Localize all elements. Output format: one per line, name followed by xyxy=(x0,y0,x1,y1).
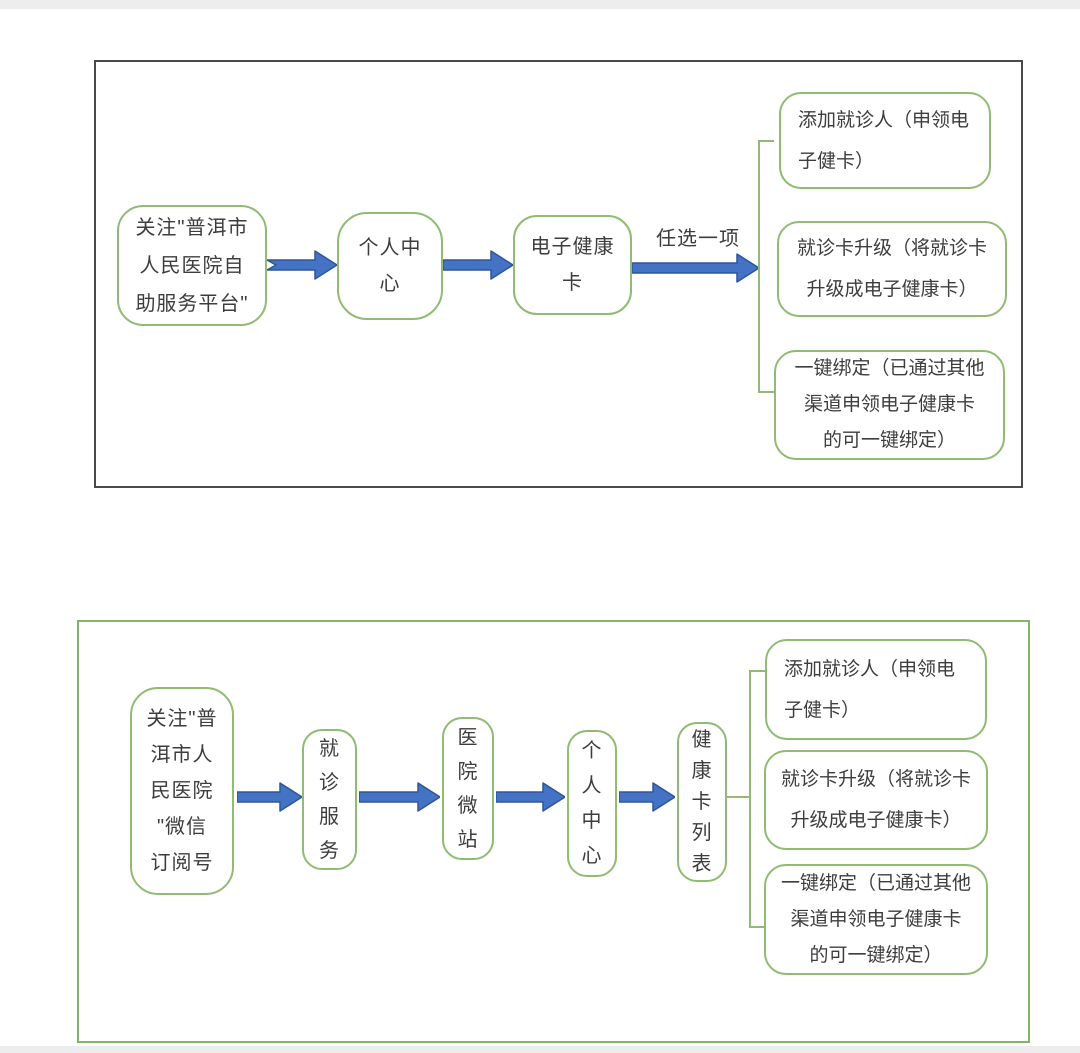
flow-node-label: 关注"普 洱市人 民医院 "微信 订阅号 xyxy=(146,708,218,874)
flow-node-label: 就 诊 服 务 xyxy=(319,737,340,862)
flow-node-label: 医 院 微 站 xyxy=(457,726,479,851)
flow-arrow-icon xyxy=(359,782,440,812)
flow-node-ehealth-card: 电子健康 卡 xyxy=(513,215,632,315)
options-bracket-tick xyxy=(749,670,765,672)
bottom-panel: 关注"普 洱市人 民医院 "微信 订阅号 就 诊 服 务 医 院 微 站 个 人… xyxy=(77,620,1030,1043)
flow-arrow-icon xyxy=(632,253,759,283)
flow-node-health-card-list: 健 康 卡 列 表 xyxy=(677,722,727,882)
flow-node-personal-center: 个 人 中 心 xyxy=(567,730,617,877)
bottom-edge-strip xyxy=(0,1046,1080,1053)
options-bracket xyxy=(749,670,751,928)
option-label: 添加就诊人（申领电 子健卡） xyxy=(798,109,970,172)
flow-node-follow-platform: 关注"普洱市 人民医院自 助服务平台" xyxy=(117,205,267,326)
option-upgrade-card: 就诊卡升级（将就诊卡 升级成电子健康卡） xyxy=(764,750,988,850)
flow-node-hospital-microsite: 医 院 微 站 xyxy=(442,717,494,860)
flow-node-personal-center: 个人中 心 xyxy=(337,212,443,320)
flow-arrow-icon xyxy=(619,782,675,812)
options-bracket-tick xyxy=(758,140,774,142)
option-label: 就诊卡升级（将就诊卡 升级成电子健康卡） xyxy=(780,769,971,831)
option-label: 一键绑定（已通过其他 渠道申领电子健康卡 的可一键绑定） xyxy=(794,358,985,451)
option-upgrade-card: 就诊卡升级（将就诊卡 升级成电子健康卡） xyxy=(777,221,1007,317)
options-bracket xyxy=(758,140,760,393)
bracket-connector-line xyxy=(727,796,751,798)
flow-node-label: 关注"普洱市 人民医院自 助服务平台" xyxy=(135,216,249,315)
top-edge-strip xyxy=(0,0,1080,9)
option-add-patient: 添加就诊人（申领电 子健卡） xyxy=(779,92,991,189)
flow-node-label: 电子健康 卡 xyxy=(530,236,615,294)
flow-node-label: 个人中 心 xyxy=(358,237,422,295)
flow-arrow-icon xyxy=(267,250,337,280)
option-one-key-bind: 一键绑定（已通过其他 渠道申领电子健康卡 的可一键绑定） xyxy=(774,350,1005,460)
option-label: 一键绑定（已通过其他 渠道申领电子健康卡 的可一键绑定） xyxy=(780,872,971,966)
option-label: 就诊卡升级（将就诊卡 升级成电子健康卡） xyxy=(796,238,987,300)
flow-node-label: 个 人 中 心 xyxy=(581,739,603,867)
options-bracket-tick xyxy=(749,926,765,928)
option-one-key-bind: 一键绑定（已通过其他 渠道申领电子健康卡 的可一键绑定） xyxy=(764,864,988,975)
flow-node-label: 健 康 卡 列 表 xyxy=(691,728,713,875)
option-label: 添加就诊人（申领电 子健卡） xyxy=(784,658,956,721)
option-add-patient: 添加就诊人（申领电 子健卡） xyxy=(765,639,987,740)
flow-node-follow-wechat: 关注"普 洱市人 民医院 "微信 订阅号 xyxy=(130,687,234,895)
choose-one-label: 任选一项 xyxy=(656,228,740,250)
top-panel: 关注"普洱市 人民医院自 助服务平台" 个人中 心 电子健康 卡 任选一项 添加… xyxy=(94,60,1023,488)
flow-arrow-icon xyxy=(237,782,302,812)
options-bracket-tick xyxy=(758,391,774,393)
flow-node-visit-service: 就 诊 服 务 xyxy=(302,729,357,870)
flow-arrow-icon xyxy=(496,782,565,812)
flow-arrow-icon xyxy=(443,250,513,280)
